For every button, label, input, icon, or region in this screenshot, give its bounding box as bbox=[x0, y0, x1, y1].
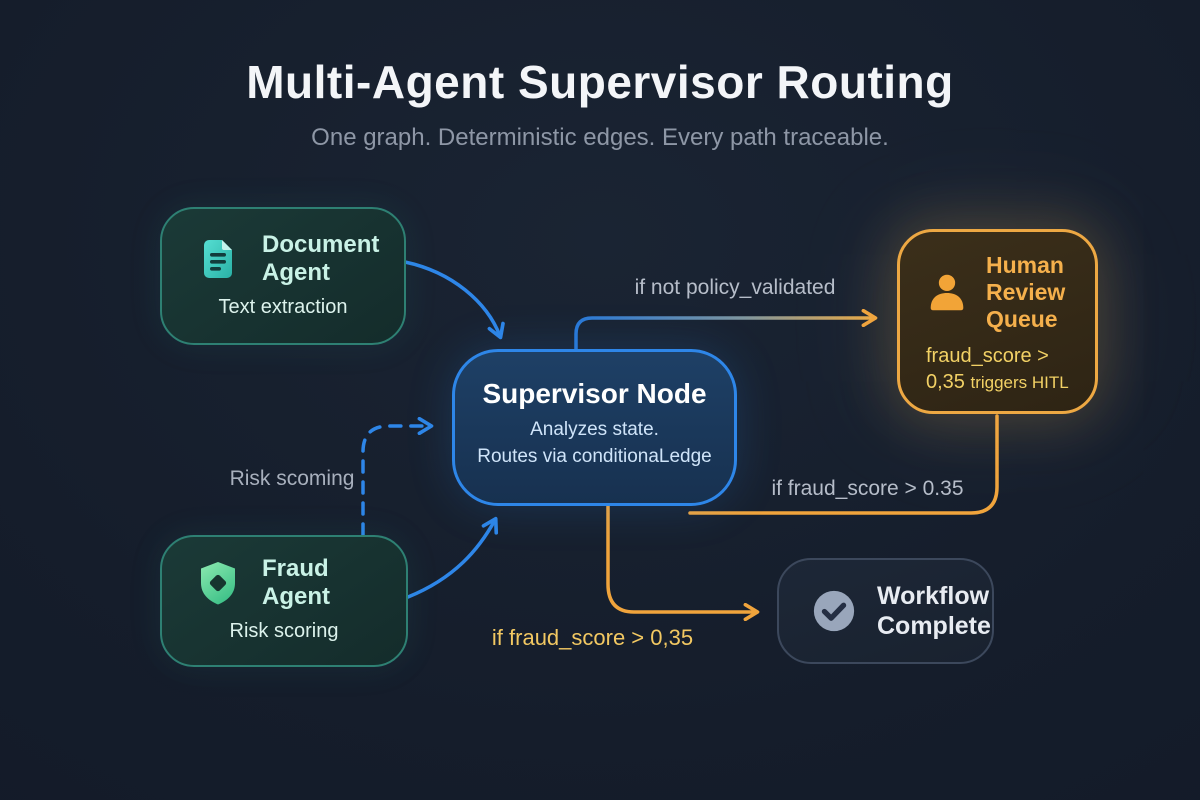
fraud-agent-header: Fraud Agent bbox=[162, 537, 406, 614]
fraud-agent-title: Fraud Agent bbox=[262, 555, 330, 611]
shield-icon bbox=[201, 562, 235, 605]
edge-fraud-dashed-to-supervisor bbox=[361, 416, 434, 537]
document-agent-subtitle: Text extraction bbox=[218, 295, 348, 318]
supervisor-title: Supervisor Node bbox=[482, 378, 707, 409]
document-agent-header: Document Agent bbox=[162, 209, 404, 290]
human-review-subtitle: fraud_score > 0,35 triggers HITL bbox=[900, 335, 1095, 395]
edge-label-policy-validated: if not policy_validated bbox=[634, 276, 836, 299]
human-review-header: Human Review Queue bbox=[900, 232, 1095, 335]
node-document-agent: Document Agent Text extraction bbox=[160, 207, 406, 345]
edge-document-to-supervisor bbox=[403, 260, 505, 340]
edge-label-risk-scoring: Risk scoming bbox=[229, 467, 355, 490]
supervisor-desc-line2: Routes via conditionaLedge bbox=[477, 445, 712, 467]
node-supervisor: Supervisor Node Analyzes state. Routes v… bbox=[452, 349, 737, 506]
fraud-agent-subtitle: Risk scoring bbox=[229, 619, 339, 642]
node-human-review-queue: Human Review Queue fraud_score > 0,35 tr… bbox=[897, 229, 1098, 414]
document-agent-title: Document Agent bbox=[262, 231, 380, 287]
page-title: Multi-Agent Supervisor Routing bbox=[246, 56, 954, 108]
page-subtitle: One graph. Deterministic edges. Every pa… bbox=[311, 124, 889, 151]
edge-human-review-return bbox=[688, 414, 999, 515]
check-circle-icon bbox=[813, 590, 855, 632]
edge-fraud-to-supervisor bbox=[406, 516, 499, 599]
edge-label-fraud-score-right: if fraud_score > 0.35 bbox=[771, 477, 964, 500]
edge-label-fraud-score-bottom: if fraud_score > 0,35 bbox=[491, 625, 694, 650]
edge-supervisor-to-workflow bbox=[606, 504, 760, 622]
node-workflow-complete: Workflow Complete bbox=[777, 558, 994, 664]
person-icon bbox=[930, 275, 964, 311]
human-review-title: Human Review Queue bbox=[986, 252, 1066, 332]
node-fraud-agent: Fraud Agent Risk scoring bbox=[160, 535, 408, 667]
workflow-complete-title: Workflow Complete bbox=[877, 582, 991, 640]
document-icon bbox=[204, 240, 232, 279]
supervisor-desc-line1: Analyzes state. bbox=[530, 419, 659, 440]
human-review-subtitle-main: fraud_score > 0,35 bbox=[926, 344, 1049, 393]
edge-supervisor-to-human-review bbox=[574, 308, 878, 351]
human-review-subtitle-small: triggers HITL bbox=[970, 372, 1069, 392]
